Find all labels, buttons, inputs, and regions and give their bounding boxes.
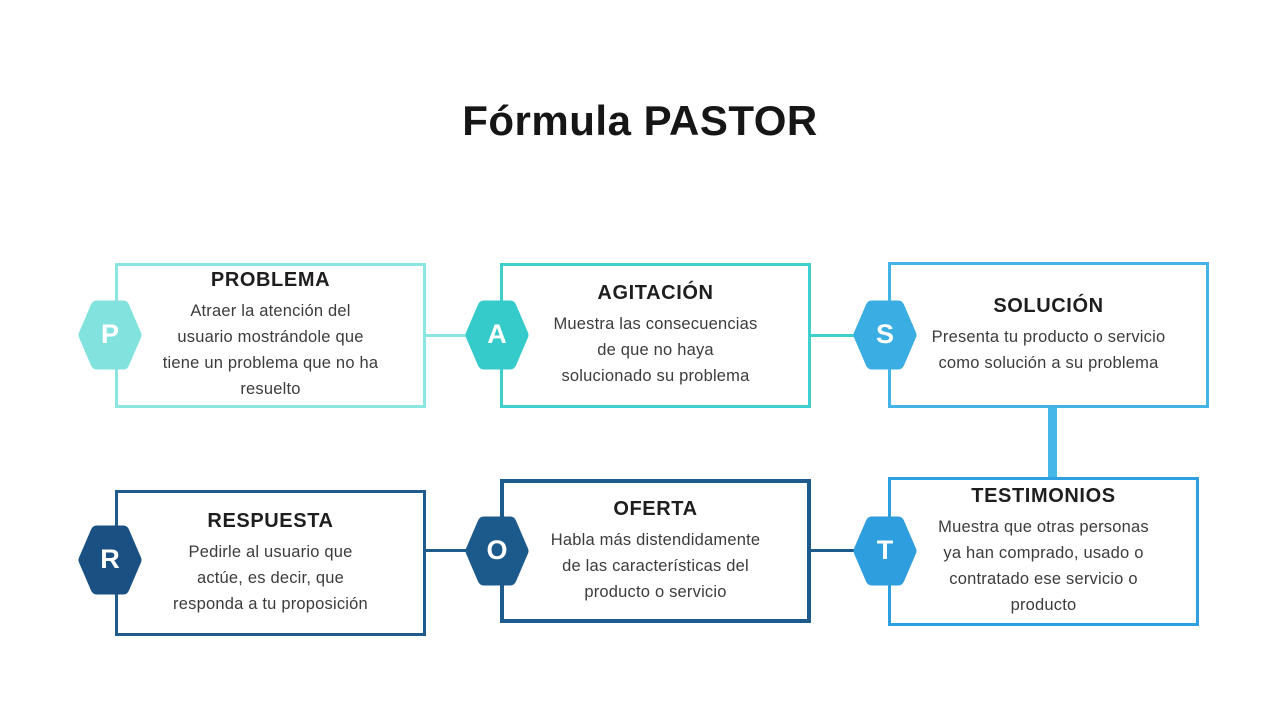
badge-p-letter: P <box>100 318 119 349</box>
badge-letter-r: R <box>78 525 142 595</box>
badge-letter-p: P <box>78 300 142 370</box>
hexagon-icon <box>78 525 142 595</box>
connector-problema-agitacion <box>424 334 472 337</box>
hexagon-icon <box>465 516 529 586</box>
card-oferta-heading: OFERTA <box>613 497 698 520</box>
card-solucion-heading: SOLUCIÓN <box>993 294 1104 317</box>
connector-agitacion-solucion <box>809 334 857 337</box>
card-testimonios-heading: TESTIMONIOS <box>971 485 1116 507</box>
connector-solucion-testimonios <box>1048 407 1057 478</box>
connector-respuesta-oferta <box>424 549 472 552</box>
card-problema-heading: PROBLEMA <box>210 269 331 291</box>
badge-r-letter: R <box>100 543 120 574</box>
card-oferta: OFERTA Habla más distendidamente de las … <box>500 479 811 623</box>
card-problema-body: Atraer la atención del usuario mostrándo… <box>162 302 379 398</box>
badge-s-letter: S <box>875 318 894 349</box>
card-testimonios-body: Muestra que otras personas ya han compra… <box>938 518 1149 614</box>
hexagon-icon <box>853 516 917 586</box>
card-agitacion-body: Muestra las consecuencias de que no haya… <box>553 315 758 385</box>
connector-oferta-testimonios <box>809 549 857 552</box>
hexagon-icon <box>853 300 917 370</box>
card-agitacion: AGITACIÓN Muestra las consecuencias de q… <box>500 263 811 408</box>
card-respuesta-body: Pedirle al usuario que actúe, es decir, … <box>173 542 368 613</box>
badge-a-letter: A <box>487 318 507 349</box>
card-testimonios: TESTIMONIOS Muestra que otras personas y… <box>888 477 1199 626</box>
card-agitacion-heading: AGITACIÓN <box>597 282 714 304</box>
card-oferta-body: Habla más distendidamente de las caracte… <box>550 530 761 601</box>
badge-t-letter: T <box>876 534 894 565</box>
badge-letter-a: A <box>465 300 529 370</box>
badge-o-letter: O <box>486 534 508 565</box>
card-respuesta: RESPUESTA Pedirle al usuario que actúe, … <box>115 490 426 636</box>
hexagon-icon <box>78 300 142 370</box>
badge-letter-t: T <box>853 516 917 586</box>
badge-letter-s: S <box>853 300 917 370</box>
page-title: Fórmula PASTOR <box>462 97 818 144</box>
card-respuesta-heading: RESPUESTA <box>207 509 334 532</box>
badge-letter-o: O <box>465 516 529 586</box>
card-solucion: SOLUCIÓN Presenta tu producto o servicio… <box>888 262 1209 408</box>
hexagon-icon <box>465 300 529 370</box>
card-solucion-body: Presenta tu producto o servicio como sol… <box>931 327 1166 372</box>
card-problema: PROBLEMA Atraer la atención del usuario … <box>115 263 426 408</box>
